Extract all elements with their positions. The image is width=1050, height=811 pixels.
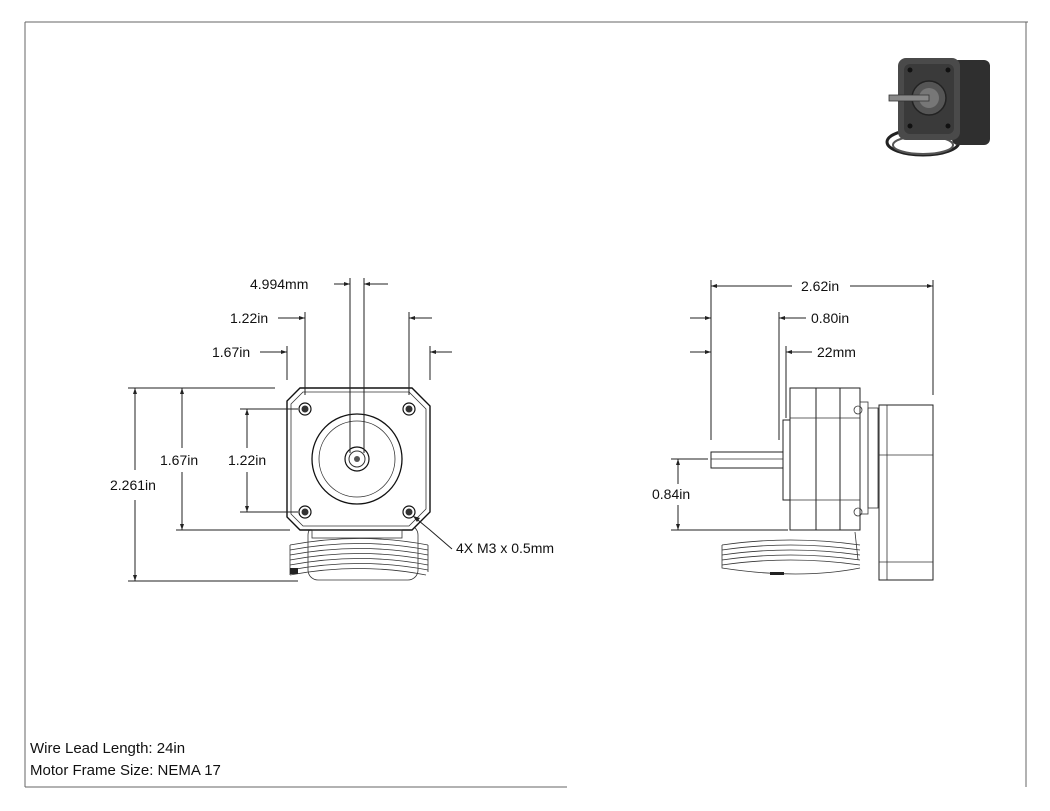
dim-hole-spacing-side: 1.22in — [228, 452, 266, 468]
wire-lead-note: Wire Lead Length: 24in — [30, 740, 186, 757]
drawing-border — [24, 21, 1028, 788]
dim-hole-spacing-top: 1.22in — [230, 310, 268, 326]
dim-shaft-length: 0.80in — [811, 310, 849, 326]
dim-shaft-diameter: 4.994mm — [250, 276, 308, 292]
mounting-holes — [298, 402, 416, 519]
front-top-dimensions — [260, 278, 452, 453]
front-view: 4.994mm 1.22in 1.67in 2.261in 1.67in 1.2… — [110, 276, 554, 582]
dim-shaft-height: 0.84in — [652, 486, 690, 502]
side-dimensions — [671, 280, 934, 531]
dim-overall-height: 2.261in — [110, 477, 156, 493]
dim-flat-length: 22mm — [817, 344, 856, 360]
dim-frame-width-top: 1.67in — [212, 344, 250, 360]
wire-coil-front — [289, 524, 429, 581]
dim-frame-height: 1.67in — [160, 452, 198, 468]
frame-size-note: Motor Frame Size: NEMA 17 — [30, 762, 221, 779]
front-left-dimensions — [128, 387, 298, 582]
side-view: 2.62in 0.80in 22mm 0.84in — [652, 278, 934, 581]
dim-overall-length: 2.62in — [801, 278, 839, 294]
wire-coil-side — [721, 531, 861, 575]
hole-callout: 4X M3 x 0.5mm — [456, 540, 554, 556]
stepper-motor-icon — [885, 58, 990, 157]
